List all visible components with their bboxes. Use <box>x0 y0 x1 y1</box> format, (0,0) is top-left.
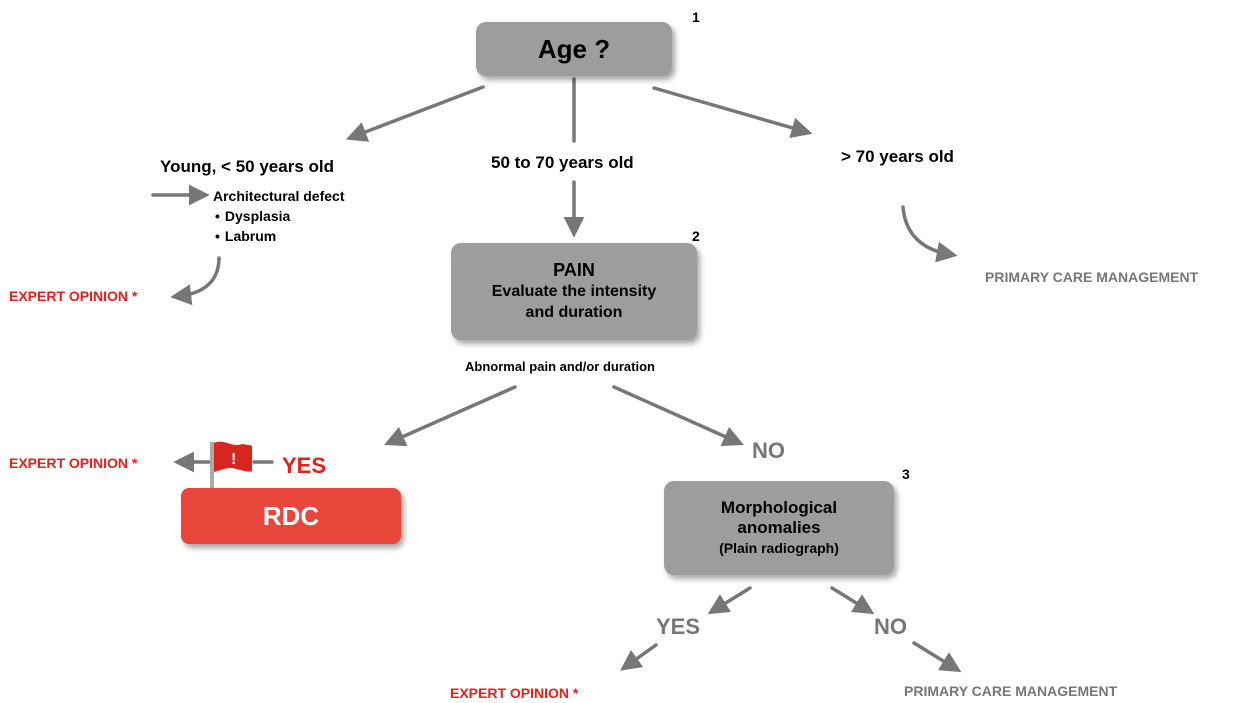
morph-node-line3: (Plain radiograph) <box>719 540 839 556</box>
branch-middle-label: 50 to 70 years old <box>491 153 634 172</box>
arrow-morph-yes <box>707 586 752 615</box>
pain-node-line2: and duration <box>525 304 623 321</box>
arrow-pain-yes <box>384 385 517 447</box>
arrow-pain-no <box>612 385 744 447</box>
svg-text:!: ! <box>231 451 236 468</box>
arrow-curve-primary-old <box>901 205 958 263</box>
expert-opinion-young: EXPERT OPINION * <box>9 288 138 304</box>
branch-old-label: > 70 years old <box>841 147 954 166</box>
list-item: Labrum <box>215 226 344 246</box>
arrow-morph-no <box>830 586 875 615</box>
arrow-age-young <box>345 85 485 142</box>
young-detail-title: Architectural defect <box>213 188 345 204</box>
yes-label-morph: YES <box>656 614 701 639</box>
morph-node-line2: anomalies <box>737 518 821 537</box>
expert-opinion-morph: EXPERT OPINION * <box>450 685 579 701</box>
yes-label-rdc: YES <box>282 453 327 478</box>
pain-node-line1: Evaluate the intensity <box>491 283 657 300</box>
branch-young-label: Young, < 50 years old <box>160 157 334 176</box>
morph-node-line1: Morphological <box>720 498 838 517</box>
no-label-pain: NO <box>752 438 785 463</box>
young-detail: Architectural defect Dysplasia Labrum <box>213 186 344 246</box>
arrow-age-old <box>652 86 813 138</box>
step-number-1: 1 <box>692 9 700 25</box>
morph-node: Morphological anomalies (Plain radiograp… <box>664 481 894 575</box>
arrow-no-primary <box>912 641 962 673</box>
arrow-curve-expert-young <box>170 256 221 306</box>
rdc-node: RDC <box>181 488 401 544</box>
arrow-yes-expert <box>620 643 658 671</box>
rdc-node-label: RDC <box>262 500 320 531</box>
no-label-morph: NO <box>874 614 907 639</box>
primary-care-morph: PRIMARY CARE MANAGEMENT <box>904 683 1118 699</box>
step-number-2: 2 <box>692 228 700 244</box>
pain-node: PAIN Evaluate the intensity and duration <box>451 243 697 340</box>
young-detail-list: Dysplasia Labrum <box>213 206 344 246</box>
list-item: Dysplasia <box>215 206 344 226</box>
primary-care-old: PRIMARY CARE MANAGEMENT <box>985 269 1199 285</box>
pain-condition-label: Abnormal pain and/or duration <box>465 359 655 374</box>
pain-node-title: PAIN <box>553 260 595 280</box>
expert-opinion-rdc: EXPERT OPINION * <box>9 455 138 471</box>
age-node: Age ? <box>476 22 672 76</box>
age-node-label: Age ? <box>537 33 611 64</box>
step-number-3: 3 <box>902 466 910 482</box>
